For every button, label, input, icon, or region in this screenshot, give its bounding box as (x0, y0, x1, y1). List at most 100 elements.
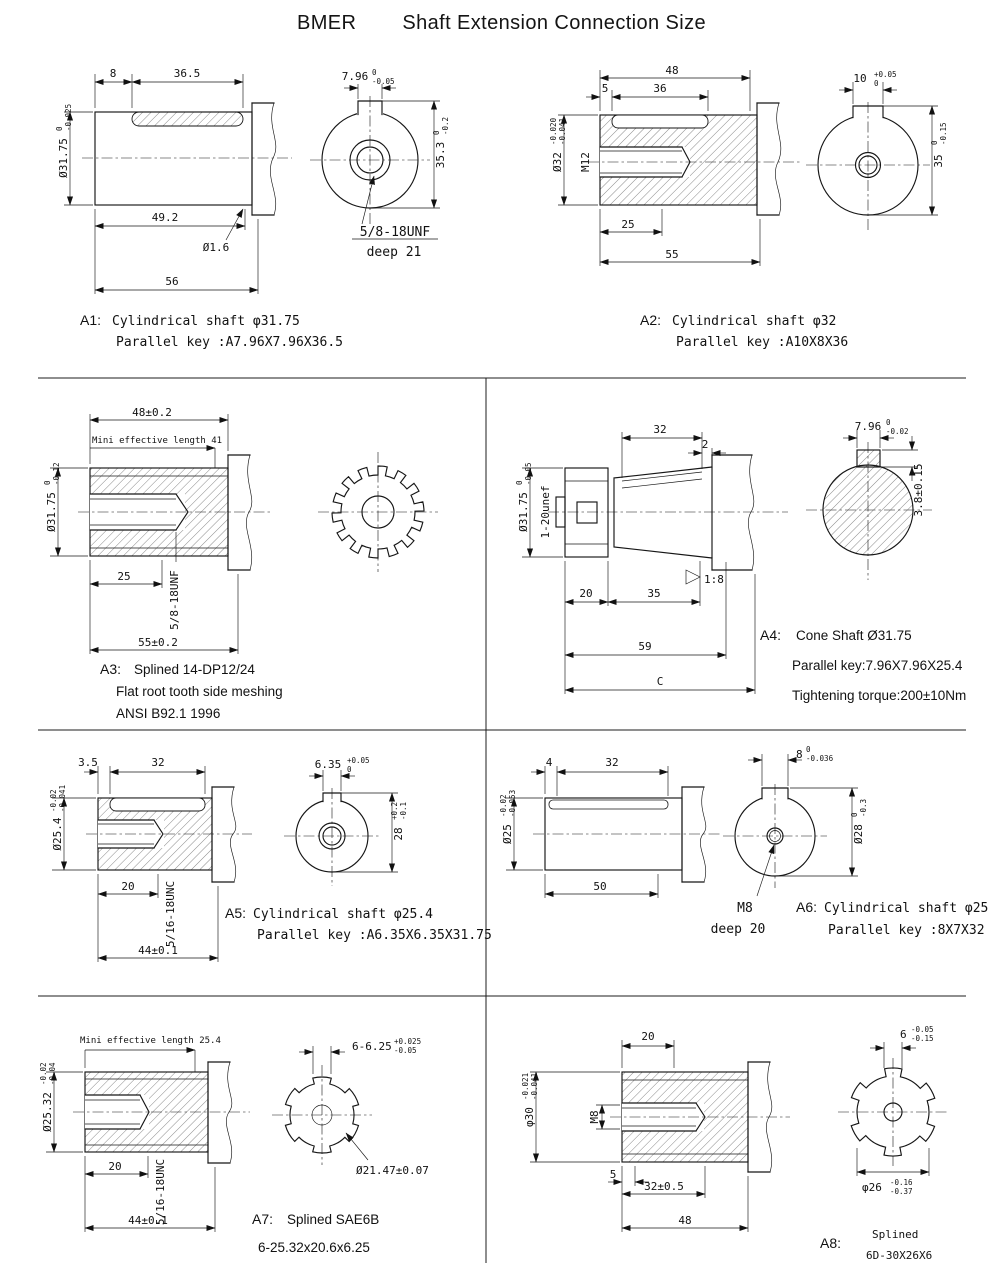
title-text: Shaft Extension Connection Size (402, 12, 707, 34)
a6-caption-line1: Cylindrical shaft φ25 (824, 901, 988, 916)
a4-dim-32: 32 (653, 423, 666, 436)
a2-dim-25: 25 (621, 218, 634, 231)
a4-dim-c: C (657, 675, 664, 688)
a8-dim-root-tol-upper: -0.16 (890, 1178, 913, 1187)
svg-text:0: 0 (850, 812, 859, 817)
a8-dim-root-tol-lower: -0.37 (890, 1187, 913, 1196)
a4-key-section (856, 449, 881, 468)
svg-text:-0.04: -0.04 (48, 1062, 57, 1085)
a2-caption-line1: Cylindrical shaft φ32 (672, 314, 836, 329)
a2-caption-line2: Parallel key :A10X8X36 (676, 335, 848, 350)
a4-taper-symbol (685, 569, 701, 585)
a2-dim-55: 55 (665, 248, 678, 261)
a4-side-view (548, 454, 788, 585)
svg-text:-0.025: -0.025 (64, 104, 73, 131)
a7-end-view (272, 1065, 372, 1165)
a1-break-line (269, 102, 277, 216)
a2-end-view (806, 102, 930, 230)
svg-text:Ø32: Ø32 (551, 152, 564, 172)
svg-text:0: 0 (43, 480, 52, 485)
svg-text:35.3: 35.3 (434, 142, 447, 169)
a2-side-view (588, 102, 800, 216)
a1-end-view (310, 96, 430, 224)
a7-dim-44: 44±0.1 (128, 1214, 168, 1227)
a6-dim-height: Ø28 0 -0.3 (850, 799, 868, 844)
a1-caption-line2: Parallel key :A7.96X7.96X36.5 (116, 335, 343, 350)
svg-text:-0.12: -0.12 (52, 462, 61, 485)
a5-dim-key-tol-lower: 0 (347, 765, 352, 774)
svg-text:3.8±0.15: 3.8±0.15 (912, 464, 925, 517)
a8-dim-spline-tol-upper: -0.05 (911, 1025, 934, 1034)
page-title: BMER Shaft Extension Connection Size (0, 12, 1003, 35)
svg-text:-0.3: -0.3 (859, 799, 868, 817)
a4-shaft-end-section (822, 464, 914, 556)
a4-dim-2: 2 (702, 438, 709, 451)
svg-text:Ø25.32: Ø25.32 (41, 1092, 54, 1132)
a5-dim-20: 20 (121, 880, 134, 893)
a8-dim-32: 32±0.5 (644, 1180, 684, 1193)
svg-text:0: 0 (432, 130, 441, 135)
a6-dim-50: 50 (593, 880, 606, 893)
svg-text:M8: M8 (588, 1110, 601, 1123)
a7-thread-label: 5/16-18UNC (154, 1159, 167, 1225)
svg-text:5/16-18UNC: 5/16-18UNC (164, 881, 177, 947)
a3-side-view (78, 454, 270, 571)
a7-dim-root-diameter: Ø21.47±0.07 (356, 1164, 429, 1177)
a3-dim-48: 48±0.2 (132, 406, 172, 419)
a2-dim-48: 48 (665, 64, 678, 77)
a8-dim-spline-tol-lower: -0.15 (911, 1034, 934, 1043)
a2-dim-lines (558, 70, 938, 266)
a8-m8-hole (883, 1102, 903, 1122)
a4-dim-key-width: 7.96 (855, 420, 882, 433)
svg-text:-0.021: -0.021 (521, 1073, 530, 1100)
panel-a3: 48±0.2 Mini effective length 41 Ø31.75 0… (43, 406, 438, 721)
a1-dim-49-2: 49.2 (152, 211, 179, 224)
a1-dim-56: 56 (165, 275, 178, 288)
a6-m8-label: M8 (737, 901, 753, 916)
a5-dim-key-width: 6.35 (315, 758, 342, 771)
a4-end-view (806, 442, 932, 580)
a4-dim-59: 59 (638, 640, 651, 653)
a7-dim-spline-tol-lower: -0.05 (394, 1046, 417, 1055)
title-brand: BMER (296, 12, 357, 34)
a3-thread-label: 5/8-18UNF (168, 570, 181, 630)
a2-dim-height: 35 0 -0.15 (930, 122, 948, 167)
a3-dim-55: 55±0.2 (138, 636, 178, 649)
a8-dim-5: 5 (610, 1168, 617, 1181)
a4-nut-slot (576, 501, 598, 524)
panel-a5: 3.5 32 Ø25.4 -0.02 -0.041 20 5/16-18UNC … (49, 756, 492, 962)
a5-dim-height: 28 +0.2 -0.1 (390, 802, 408, 841)
a4-caption-line3: Tightening torque:200±10Nm (792, 688, 966, 703)
a2-dim-key-tol-upper: +0.05 (874, 70, 897, 79)
a4-taper-label: 1:8 (704, 573, 724, 586)
svg-text:-0.041: -0.041 (530, 1073, 539, 1100)
a6-keyway (548, 799, 669, 810)
a5-dim-44: 44±0.1 (138, 944, 178, 957)
panel-a1: 8 36.5 7.96 0 -0.05 Ø31.75 0 -0.025 49.2… (55, 67, 450, 350)
a2-dim-diameter: Ø32 -0.020 -0.041 (549, 117, 567, 172)
a6-dim-diameter: Ø25 -0.02 -0.053 (499, 790, 517, 844)
panel-a2: 48 5 36 Ø32 -0.020 -0.041 M12 25 55 10 +… (549, 64, 948, 350)
a8-dim-diameter: φ30 -0.021 -0.041 (521, 1073, 539, 1127)
a3-caption-line2: Flat root tooth side meshing (116, 684, 283, 699)
a8-thread-hole-outline (621, 1102, 706, 1132)
a2-dim-key-width: 10 (853, 72, 866, 85)
a3-dim-lines (50, 414, 239, 654)
svg-text:-0.2: -0.2 (441, 117, 450, 135)
svg-text:5/16-18UNC: 5/16-18UNC (154, 1159, 167, 1225)
a1-dim-8: 8 (110, 67, 117, 80)
a3-end-view (318, 452, 438, 572)
a8-dim-20: 20 (641, 1030, 654, 1043)
a7-center-hole (311, 1104, 333, 1126)
a4-dim-diameter: Ø31.75 0 -0.05 (515, 462, 533, 531)
a8-break-line (765, 1061, 773, 1173)
a2-dim-key-tol-lower: 0 (874, 79, 879, 88)
a1-keyway-slot (131, 111, 244, 127)
a8-m8-label: M8 (588, 1110, 601, 1123)
a4-dim-lines (522, 430, 918, 694)
a4-dim-35: 35 (647, 587, 660, 600)
a2-dim-5: 5 (602, 82, 609, 95)
a5-end-view (284, 788, 380, 886)
svg-text:1-20unef: 1-20unef (539, 486, 552, 539)
